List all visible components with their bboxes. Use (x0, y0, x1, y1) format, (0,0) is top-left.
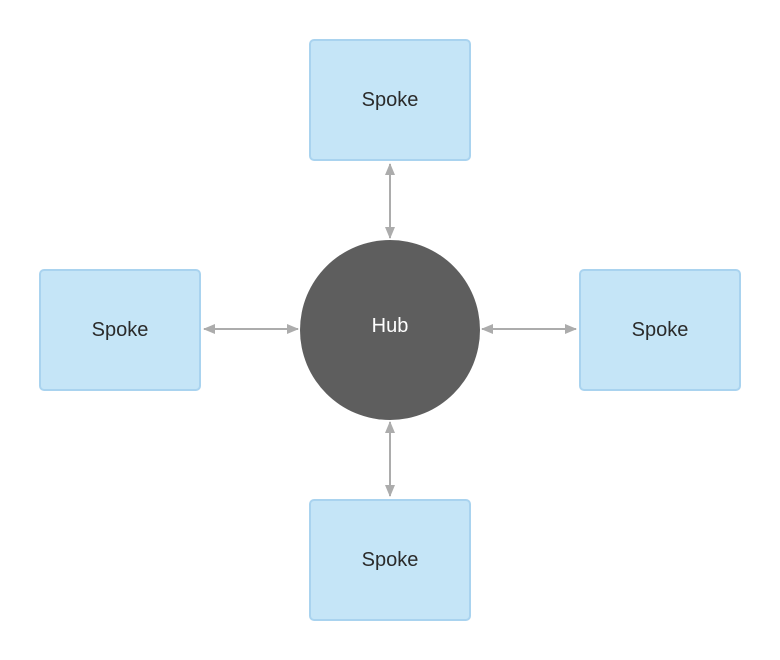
hub-label: Hub (371, 315, 409, 337)
spoke-left[interactable]: Spoke (39, 269, 201, 391)
spoke-top-label: Spoke (361, 89, 419, 111)
spoke-right[interactable]: Spoke (579, 269, 741, 391)
spoke-bottom-label: Spoke (361, 549, 419, 571)
spoke-top[interactable]: Spoke (309, 39, 471, 161)
spoke-bottom[interactable]: Spoke (309, 499, 471, 621)
spoke-left-label: Spoke (91, 319, 149, 341)
hub-node[interactable]: Hub (300, 240, 480, 420)
spoke-right-label: Spoke (631, 319, 689, 341)
